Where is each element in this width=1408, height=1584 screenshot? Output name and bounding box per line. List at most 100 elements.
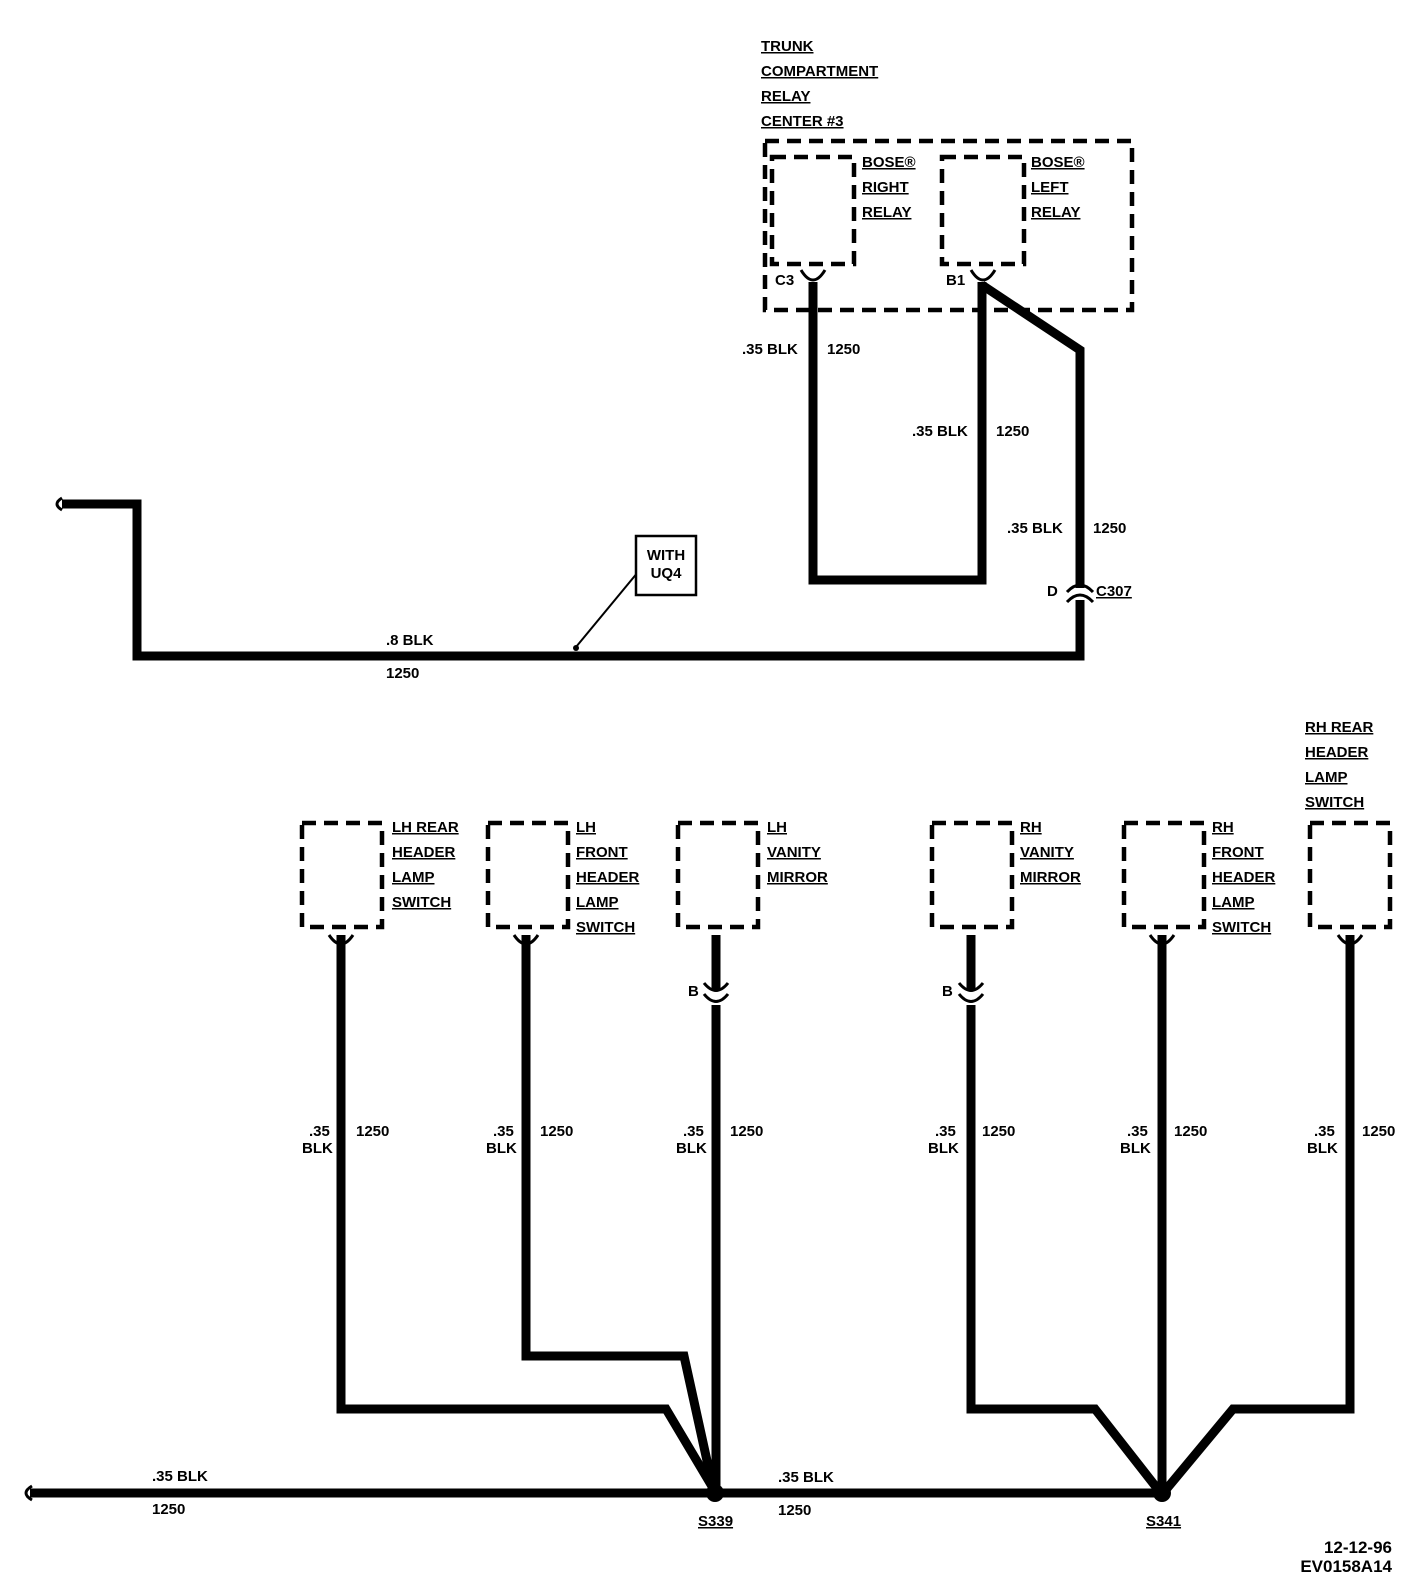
lh-rear-switch-label-4: SWITCH <box>392 894 451 911</box>
relay-center-title-line-4: CENTER #3 <box>761 113 844 130</box>
rh-vanity-mirror-outline <box>929 820 1015 930</box>
lh-rear-switch-gauge-bottom: BLK <box>302 1140 333 1157</box>
rh-rear-switch-circuit: 1250 <box>1362 1123 1395 1140</box>
lh-rear-header-lamp-switch: LH REAR HEADER LAMP SWITCH .35 BLK 1250 <box>299 819 459 1157</box>
rh-vanity-mirror-connector-bottom-icon <box>957 993 985 1003</box>
lh-vanity-mirror-outline <box>675 820 761 930</box>
rh-rear-switch-wire <box>1160 935 1355 1495</box>
lower-wire-continuation-icon <box>24 1484 33 1502</box>
lh-front-header-lamp-switch: LH FRONT HEADER LAMP SWITCH .35 BLK 1250 <box>485 819 640 1157</box>
splice-s341-dot <box>1153 1484 1171 1502</box>
left-main-wire-circuit: 1250 <box>152 1501 185 1518</box>
lh-rear-switch-label-3: LAMP <box>392 869 435 886</box>
main-wire-circuit: 1250 <box>386 665 419 682</box>
lh-vanity-mirror-label-1: LH <box>767 819 787 836</box>
right-relay-outline <box>769 154 857 267</box>
lower-wiring: S339 S341 .35 BLK 1250 .35 BLK 1250 LH R… <box>24 719 1395 1530</box>
connector-wire-gauge: .35 BLK <box>1007 520 1063 537</box>
relay-loop-wire <box>808 282 987 585</box>
lh-front-switch-label-5: SWITCH <box>576 919 635 936</box>
lh-vanity-mirror-circuit: 1250 <box>730 1123 763 1140</box>
c307-bottom-icon <box>1065 593 1095 604</box>
right-relay-label-3: RELAY <box>862 204 911 221</box>
rh-rear-switch-connector-icon <box>1336 934 1364 946</box>
lh-front-switch-label-4: LAMP <box>576 894 619 911</box>
main-ground-wire <box>62 499 1085 661</box>
left-relay-wire-gauge: .35 BLK <box>912 423 968 440</box>
rh-front-switch-outline <box>1121 820 1207 930</box>
upper-wiring: .35 BLK 1250 .35 BLK 1250 .35 BLK 1250 D… <box>55 281 1132 682</box>
option-note-leader <box>575 571 639 648</box>
left-relay-label-1: BOSE® <box>1031 154 1085 171</box>
lh-rear-switch-label-1: LH REAR <box>392 819 459 836</box>
rh-front-switch-label-5: SWITCH <box>1212 919 1271 936</box>
left-relay-wire-circuit: 1250 <box>996 423 1029 440</box>
connector-c307: D C307 <box>1047 583 1132 604</box>
rh-front-switch-label-3: HEADER <box>1212 869 1276 886</box>
lh-front-switch-circuit: 1250 <box>540 1123 573 1140</box>
option-note-leader-dot <box>573 645 579 651</box>
footer-code: EV0158A14 <box>1300 1557 1392 1576</box>
c307-pin: D <box>1047 583 1058 600</box>
wire-continuation-left-icon <box>55 496 63 512</box>
lh-front-switch-connector-icon <box>512 934 540 946</box>
relay-center-title-line-2: COMPARTMENT <box>761 63 878 80</box>
lh-rear-switch-wire <box>336 935 717 1491</box>
lh-rear-switch-outline <box>299 820 385 930</box>
lh-front-switch-wire <box>521 935 718 1489</box>
lh-vanity-mirror-connector-top-icon <box>702 982 730 992</box>
lh-vanity-mirror-label-3: MIRROR <box>767 869 828 886</box>
between-splices-wire-gauge: .35 BLK <box>778 1469 834 1486</box>
rh-vanity-mirror-gauge-bottom: BLK <box>928 1140 959 1157</box>
left-relay-connector-icon <box>969 269 997 282</box>
lh-rear-switch-connector-icon <box>327 934 355 946</box>
rh-rear-switch-label-1: RH REAR <box>1305 719 1374 736</box>
right-relay-wire-gauge: .35 BLK <box>742 341 798 358</box>
left-relay-outline <box>939 154 1027 267</box>
rh-vanity-mirror-label-2: VANITY <box>1020 844 1074 861</box>
rh-vanity-mirror-gauge-top: .35 <box>935 1123 956 1140</box>
right-relay-wire-circuit: 1250 <box>827 341 860 358</box>
option-note-line-1: WITH <box>647 547 685 564</box>
relay-center-title-line-1: TRUNK <box>761 38 814 55</box>
rh-rear-switch-label-3: LAMP <box>1305 769 1348 786</box>
splice-s341-label: S341 <box>1146 1513 1181 1530</box>
footer: 12-12-96 EV0158A14 <box>1300 1538 1392 1576</box>
rh-vanity-mirror-circuit: 1250 <box>982 1123 1015 1140</box>
rh-rear-switch-gauge-top: .35 <box>1314 1123 1335 1140</box>
rh-vanity-mirror: RH VANITY MIRROR B .35 BLK 1250 <box>928 819 1081 1157</box>
rh-front-switch-circuit: 1250 <box>1174 1123 1207 1140</box>
left-main-wire-gauge: .35 BLK <box>152 1468 208 1485</box>
splice-s339-label: S339 <box>698 1513 733 1530</box>
left-relay-label-3: RELAY <box>1031 204 1080 221</box>
lh-vanity-mirror: LH VANITY MIRROR B .35 BLK 1250 <box>675 819 828 1157</box>
lh-vanity-mirror-gauge-bottom: BLK <box>676 1140 707 1157</box>
rh-front-switch-gauge-bottom: BLK <box>1120 1140 1151 1157</box>
option-note-uq4: WITH UQ4 <box>573 534 698 651</box>
rh-front-switch-label-4: LAMP <box>1212 894 1255 911</box>
lh-front-switch-gauge-top: .35 <box>493 1123 514 1140</box>
c307-top-icon <box>1065 583 1095 594</box>
rh-rear-header-lamp-switch: RH REAR HEADER LAMP SWITCH .35 BLK 1250 <box>1305 719 1395 1157</box>
rh-vanity-mirror-label-3: MIRROR <box>1020 869 1081 886</box>
relay-center-outline <box>762 138 1135 313</box>
left-relay-label-2: LEFT <box>1031 179 1069 196</box>
lh-rear-switch-circuit: 1250 <box>356 1123 389 1140</box>
lh-vanity-mirror-label-2: VANITY <box>767 844 821 861</box>
bose-left-relay: BOSE® LEFT RELAY B1 <box>939 154 1085 289</box>
c307-name: C307 <box>1096 583 1132 600</box>
rh-rear-switch-label-4: SWITCH <box>1305 794 1364 811</box>
right-relay-label-2: RIGHT <box>862 179 909 196</box>
right-relay-connector-icon <box>799 269 827 282</box>
option-note-box <box>634 534 698 597</box>
rh-rear-switch-gauge-bottom: BLK <box>1307 1140 1338 1157</box>
between-splices-wire-circuit: 1250 <box>778 1502 811 1519</box>
lh-front-switch-outline <box>485 820 571 930</box>
rh-front-switch-connector-icon <box>1148 934 1176 946</box>
rh-vanity-mirror-wire <box>966 1005 1164 1495</box>
right-relay-label-1: BOSE® <box>862 154 916 171</box>
lh-vanity-mirror-gauge-top: .35 <box>683 1123 704 1140</box>
rh-front-header-lamp-switch: RH FRONT HEADER LAMP SWITCH .35 BLK 1250 <box>1120 819 1276 1157</box>
